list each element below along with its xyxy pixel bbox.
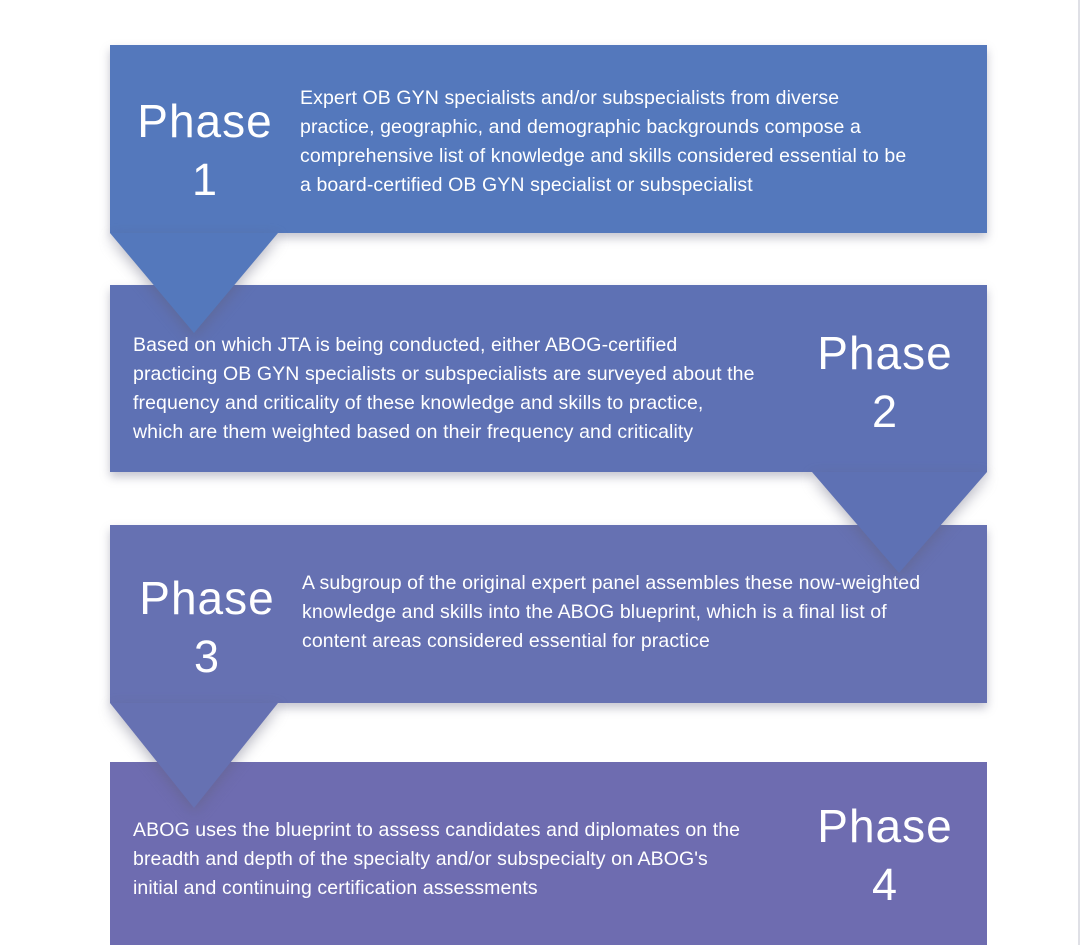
- phase-4-band: Phase 4 ABOG uses the blueprint to asses…: [110, 762, 987, 945]
- phase-1-number: 1: [191, 154, 219, 205]
- phase-4-label-word: Phase: [817, 800, 953, 852]
- phase-3-down-arrow-icon: [110, 703, 278, 808]
- phase-2-description: Based on which JTA is being conducted, e…: [133, 334, 755, 443]
- phase-1-description: Expert OB GYN specialists and/or subspec…: [300, 87, 907, 196]
- phase-3-number: 3: [193, 631, 221, 682]
- phase-2-down-arrow-icon: [812, 472, 987, 573]
- phase-2-label: Phase 2: [790, 330, 980, 434]
- phase-1-band: Phase 1 Expert OB GYN specialists and/or…: [110, 45, 987, 233]
- phase-3-description: A subgroup of the original expert panel …: [302, 572, 921, 652]
- viewport-right-edge: [1078, 0, 1080, 945]
- phase-3-band: Phase 3 A subgroup of the original exper…: [110, 525, 987, 703]
- phase-3-label: Phase 3: [112, 575, 302, 679]
- phase-2-number: 2: [871, 386, 899, 437]
- phase-4-number: 4: [871, 859, 899, 910]
- phase-2-label-word: Phase: [817, 327, 953, 379]
- phase-4-label: Phase 4: [790, 803, 980, 907]
- phase-3-label-word: Phase: [139, 572, 275, 624]
- phase-1-down-arrow-icon: [110, 233, 278, 333]
- phase-1-label-word: Phase: [137, 95, 273, 147]
- phase-4-description: ABOG uses the blueprint to assess candid…: [133, 819, 741, 899]
- phase-2-band: Phase 2 Based on which JTA is being cond…: [110, 285, 987, 472]
- phase-1-label: Phase 1: [110, 98, 300, 202]
